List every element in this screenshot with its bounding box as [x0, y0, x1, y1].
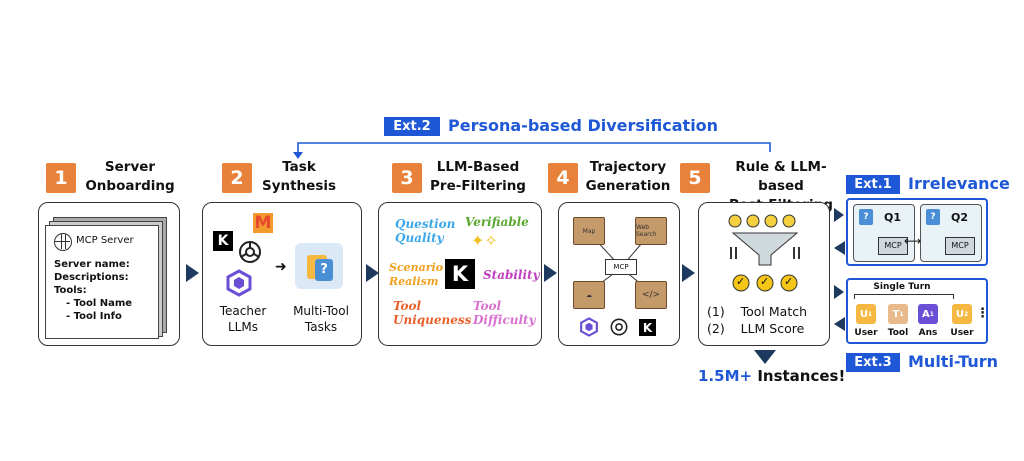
arrow-2-3	[366, 264, 379, 282]
arrow-3-4	[544, 264, 557, 282]
mcp-server-card: MCP Server Server name: Descriptions: To…	[45, 225, 159, 339]
arrow-from-ext3	[834, 317, 845, 331]
m-logo-icon: M	[253, 213, 273, 233]
turn-label-tool-1: Tool	[887, 328, 909, 338]
arrow-4-5	[682, 264, 695, 282]
post-filtering-box: ✓ ✓ ✓ (1) Tool Match (2) LLM Score	[698, 202, 830, 346]
ext1-label: Irrelevance	[908, 174, 1010, 193]
descriptions-field: Descriptions:	[54, 272, 129, 283]
irrelevance-box: ? Q1 MCP ? Q2 MCP ⟷	[846, 198, 988, 266]
post-filter-criteria: (1) Tool Match (2) LLM Score	[707, 304, 808, 336]
server-name-field: Server name:	[54, 259, 130, 270]
ext1-tag: Ext.1	[846, 175, 900, 194]
check-mark-icon: ✓	[784, 275, 794, 288]
globe-icon	[54, 233, 72, 251]
server-onboarding-box: MCP Server Server name: Descriptions: To…	[38, 202, 180, 346]
tool-info-field: - Tool Info	[66, 311, 122, 322]
trajectory-generation-box: Map Web Search MCP ☁ </> K	[558, 202, 680, 346]
ext2-label: Persona-based Diversification	[448, 116, 719, 135]
qwen-icon	[226, 269, 252, 297]
stability-criterion: Stability	[483, 268, 540, 282]
k-logo-icon: K	[639, 319, 656, 336]
code-tool-cube-icon: </>	[635, 281, 667, 309]
openai-icon	[610, 318, 628, 336]
swap-arrow-icon: ⟷	[904, 234, 922, 248]
q2-card: ? Q2 MCP	[920, 204, 982, 262]
check-mark-icon: ✓	[736, 275, 746, 288]
step-1-number: 1	[46, 163, 76, 193]
k-logo-icon: K	[213, 231, 233, 251]
mcp-server-header: MCP Server	[76, 235, 134, 246]
q1-card: ? Q1 MCP	[853, 204, 915, 262]
arrow-to-ext3	[834, 285, 844, 299]
ext3-label: Multi-Turn	[908, 352, 999, 371]
multi-tool-tasks-icon: ?	[295, 243, 343, 289]
check-mark-icon: ✓	[760, 275, 770, 288]
step-3-number: 3	[392, 163, 422, 193]
ext2-tag: Ext.2	[384, 117, 440, 136]
tools-field: Tools:	[54, 285, 87, 296]
tool-name-field: - Tool Name	[66, 298, 133, 309]
filter-funnel-icon	[728, 214, 800, 292]
turn-label-answer-1: Ans	[918, 328, 938, 338]
arrow-from-ext1	[834, 241, 845, 255]
openai-icon	[239, 241, 261, 263]
mcp-node-2: MCP	[945, 237, 975, 255]
step-4-number: 4	[548, 163, 578, 193]
sparkle-icon: ✦✧	[471, 231, 498, 250]
arrow-1-2	[186, 264, 199, 282]
mcp-center-node: MCP	[605, 259, 637, 275]
qwen-icon	[580, 317, 598, 337]
single-turn-bracket	[854, 294, 954, 299]
k-logo-icon: K	[445, 259, 475, 289]
synthesis-arrow-icon: ➜	[275, 259, 287, 275]
more-turns-icon: ⋮	[976, 306, 989, 321]
map-tool-cube-icon: Map	[573, 217, 605, 245]
mcp-node-1: MCP	[878, 237, 908, 255]
web-search-cube-icon: Web Search	[635, 217, 667, 245]
ext3-tag: Ext.3	[846, 353, 900, 372]
turn-label-user-1: User	[854, 328, 878, 338]
arrow-down-result	[754, 350, 776, 364]
verifiable-criterion: Verifiable	[465, 215, 529, 229]
result-instances: 1.5M+ Instances!	[698, 367, 846, 385]
single-turn-label: Single Turn	[873, 282, 931, 292]
step-5-number: 5	[680, 163, 710, 193]
arrow-to-ext1	[834, 208, 844, 222]
cloud-tool-cube-icon: ☁	[573, 281, 605, 309]
step-2-number: 2	[222, 163, 252, 193]
turn-label-user-2: User	[950, 328, 974, 338]
